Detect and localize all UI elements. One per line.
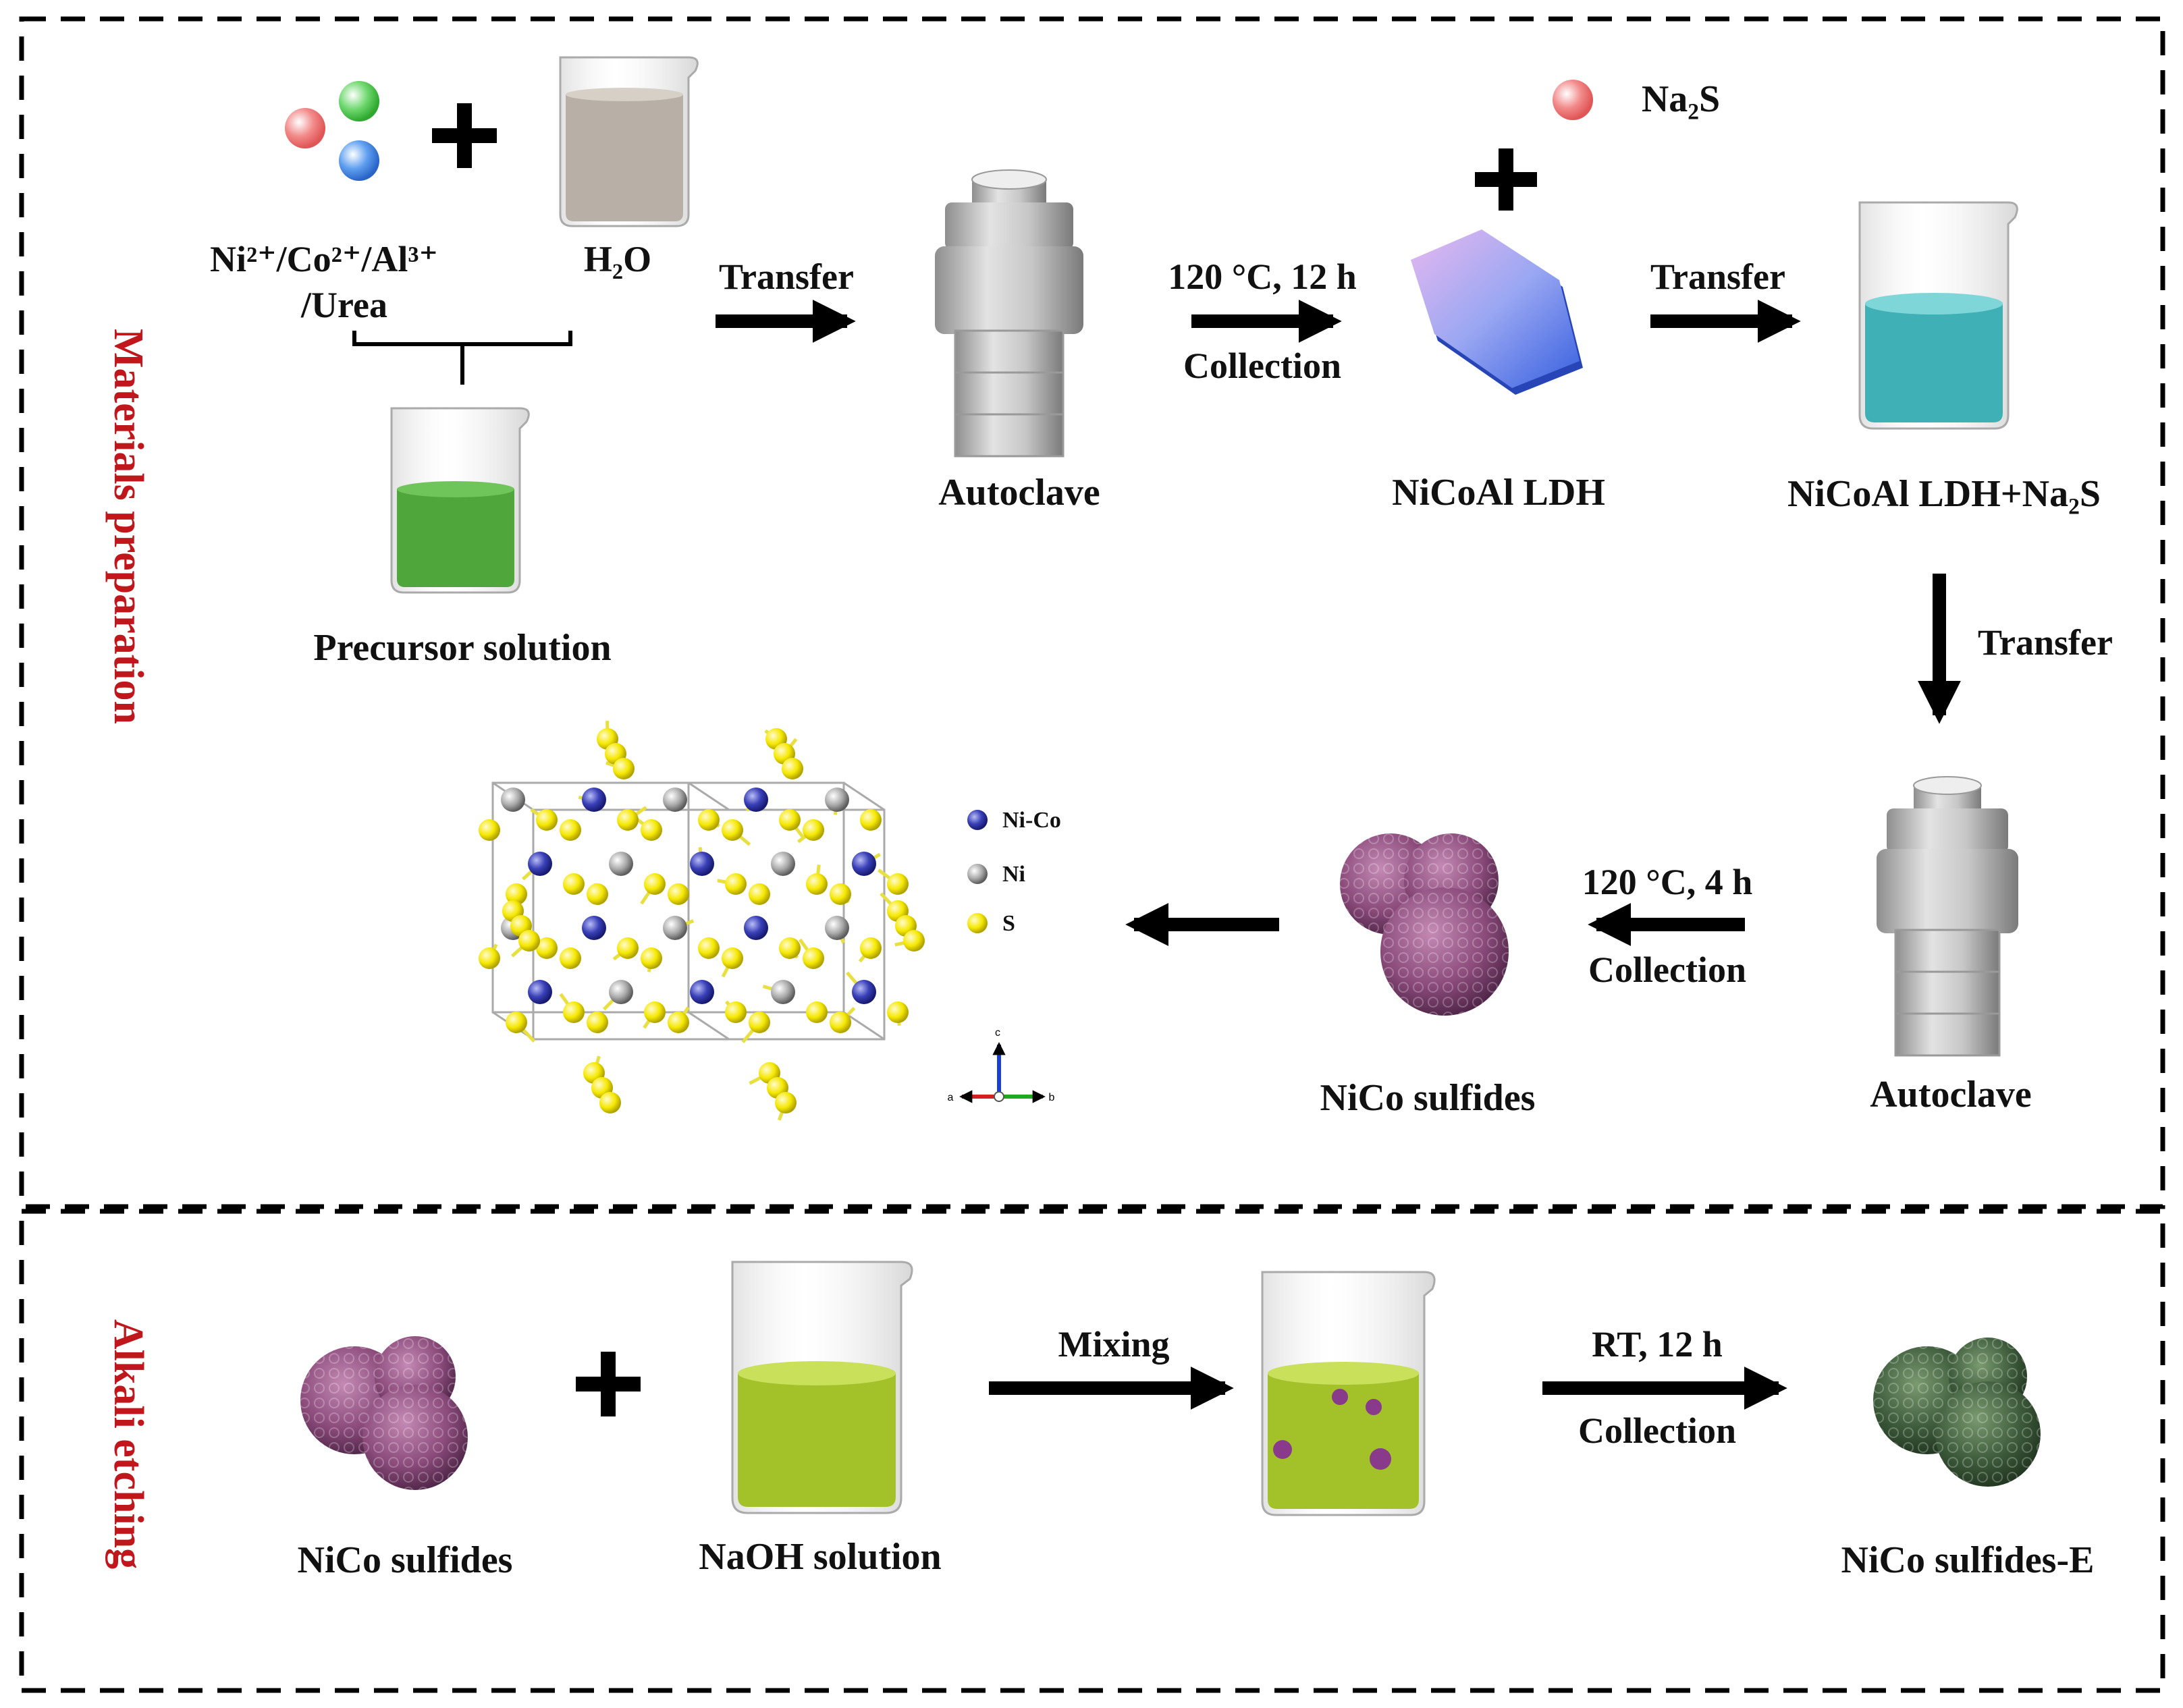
alkali-etching-frame [19,1209,2165,1693]
naoh-beaker-icon [731,1261,913,1514]
axis-c-label: c [995,1027,1000,1039]
cond-1-bottom-label: Collection [1183,346,1341,386]
urea-label: /Urea [300,285,387,325]
materials-preparation-frame [19,16,2165,1209]
nico-sulfides-spheres-icon [1340,833,1509,1016]
cond-3-bottom-label: Collection [1578,1410,1736,1451]
plus-na2s-icon [1475,148,1537,211]
legend-ni-label: Ni [1002,862,1025,887]
nico-sulfides-e-spheres-icon [1873,1338,2041,1487]
autoclave-1-icon [935,169,1083,458]
axes-triad-icon: c a b [948,1027,1055,1103]
precursor-label: Precursor solution [313,627,611,669]
materials-preparation-title: Materials preparation [105,329,151,724]
water-label: H₂O [584,239,651,279]
cond-3-top-label: RT, 12 h [1592,1324,1723,1365]
ions-label: Ni²⁺/Co²⁺/Al³⁺ [210,239,438,279]
cond-2-bottom-label: Collection [1588,949,1746,990]
autoclave-2-label: Autoclave [1870,1074,2032,1115]
nico-sulfides-label: NiCo sulfides [1320,1077,1536,1119]
legend-s-marker [967,913,988,933]
cond-2-top-label: 120 °C, 4 h [1582,862,1753,902]
precursor-beaker-icon [390,407,530,594]
alkali-etching-title: Alkali etching [105,1319,151,1569]
ldh-na2s-beaker-icon [1858,201,2018,430]
atom-legend: Ni-Co Ni S [967,808,1061,936]
legend-s-label: S [1002,911,1015,936]
transfer-2-label: Transfer [1650,256,1785,297]
plus-2-icon [576,1352,641,1416]
transfer-3-label: Transfer [1978,622,2113,663]
nico-sulfides-e-label: NiCo sulfides-E [1841,1539,2095,1581]
autoclave-2-icon [1877,776,2018,1057]
axis-b-label: b [1049,1092,1055,1103]
autoclave-1-label: Autoclave [938,472,1100,514]
na2s-sphere-icon [1553,80,1593,120]
legend-nico-marker [967,810,988,830]
ldh-plate-icon [1411,229,1583,395]
mixing-label: Mixing [1058,1324,1169,1365]
nico-sulfides-b-spheres-icon [300,1336,468,1490]
cond-1-top-label: 120 °C, 12 h [1168,256,1357,297]
plus-icon [432,103,497,168]
legend-nico-label: Ni-Co [1002,808,1061,833]
legend-ni-marker [967,864,988,884]
water-beaker-icon [559,56,699,227]
naoh-label: NaOH solution [699,1536,941,1578]
axis-a-label: a [948,1092,954,1103]
mixed-beaker-icon [1261,1271,1436,1516]
transfer-1-label: Transfer [719,256,854,297]
ldh-label: NiCoAl LDH [1392,472,1605,514]
nico-sulfides-b-label: NiCo sulfides [298,1539,513,1581]
na2s-label: Na₂S [1642,78,1720,120]
combine-bracket [352,331,572,385]
metal-ions-icon [285,81,379,181]
crystal-structure-icon [479,721,925,1121]
ldh-na2s-label: NiCoAl LDH+Na₂S [1787,473,2101,515]
